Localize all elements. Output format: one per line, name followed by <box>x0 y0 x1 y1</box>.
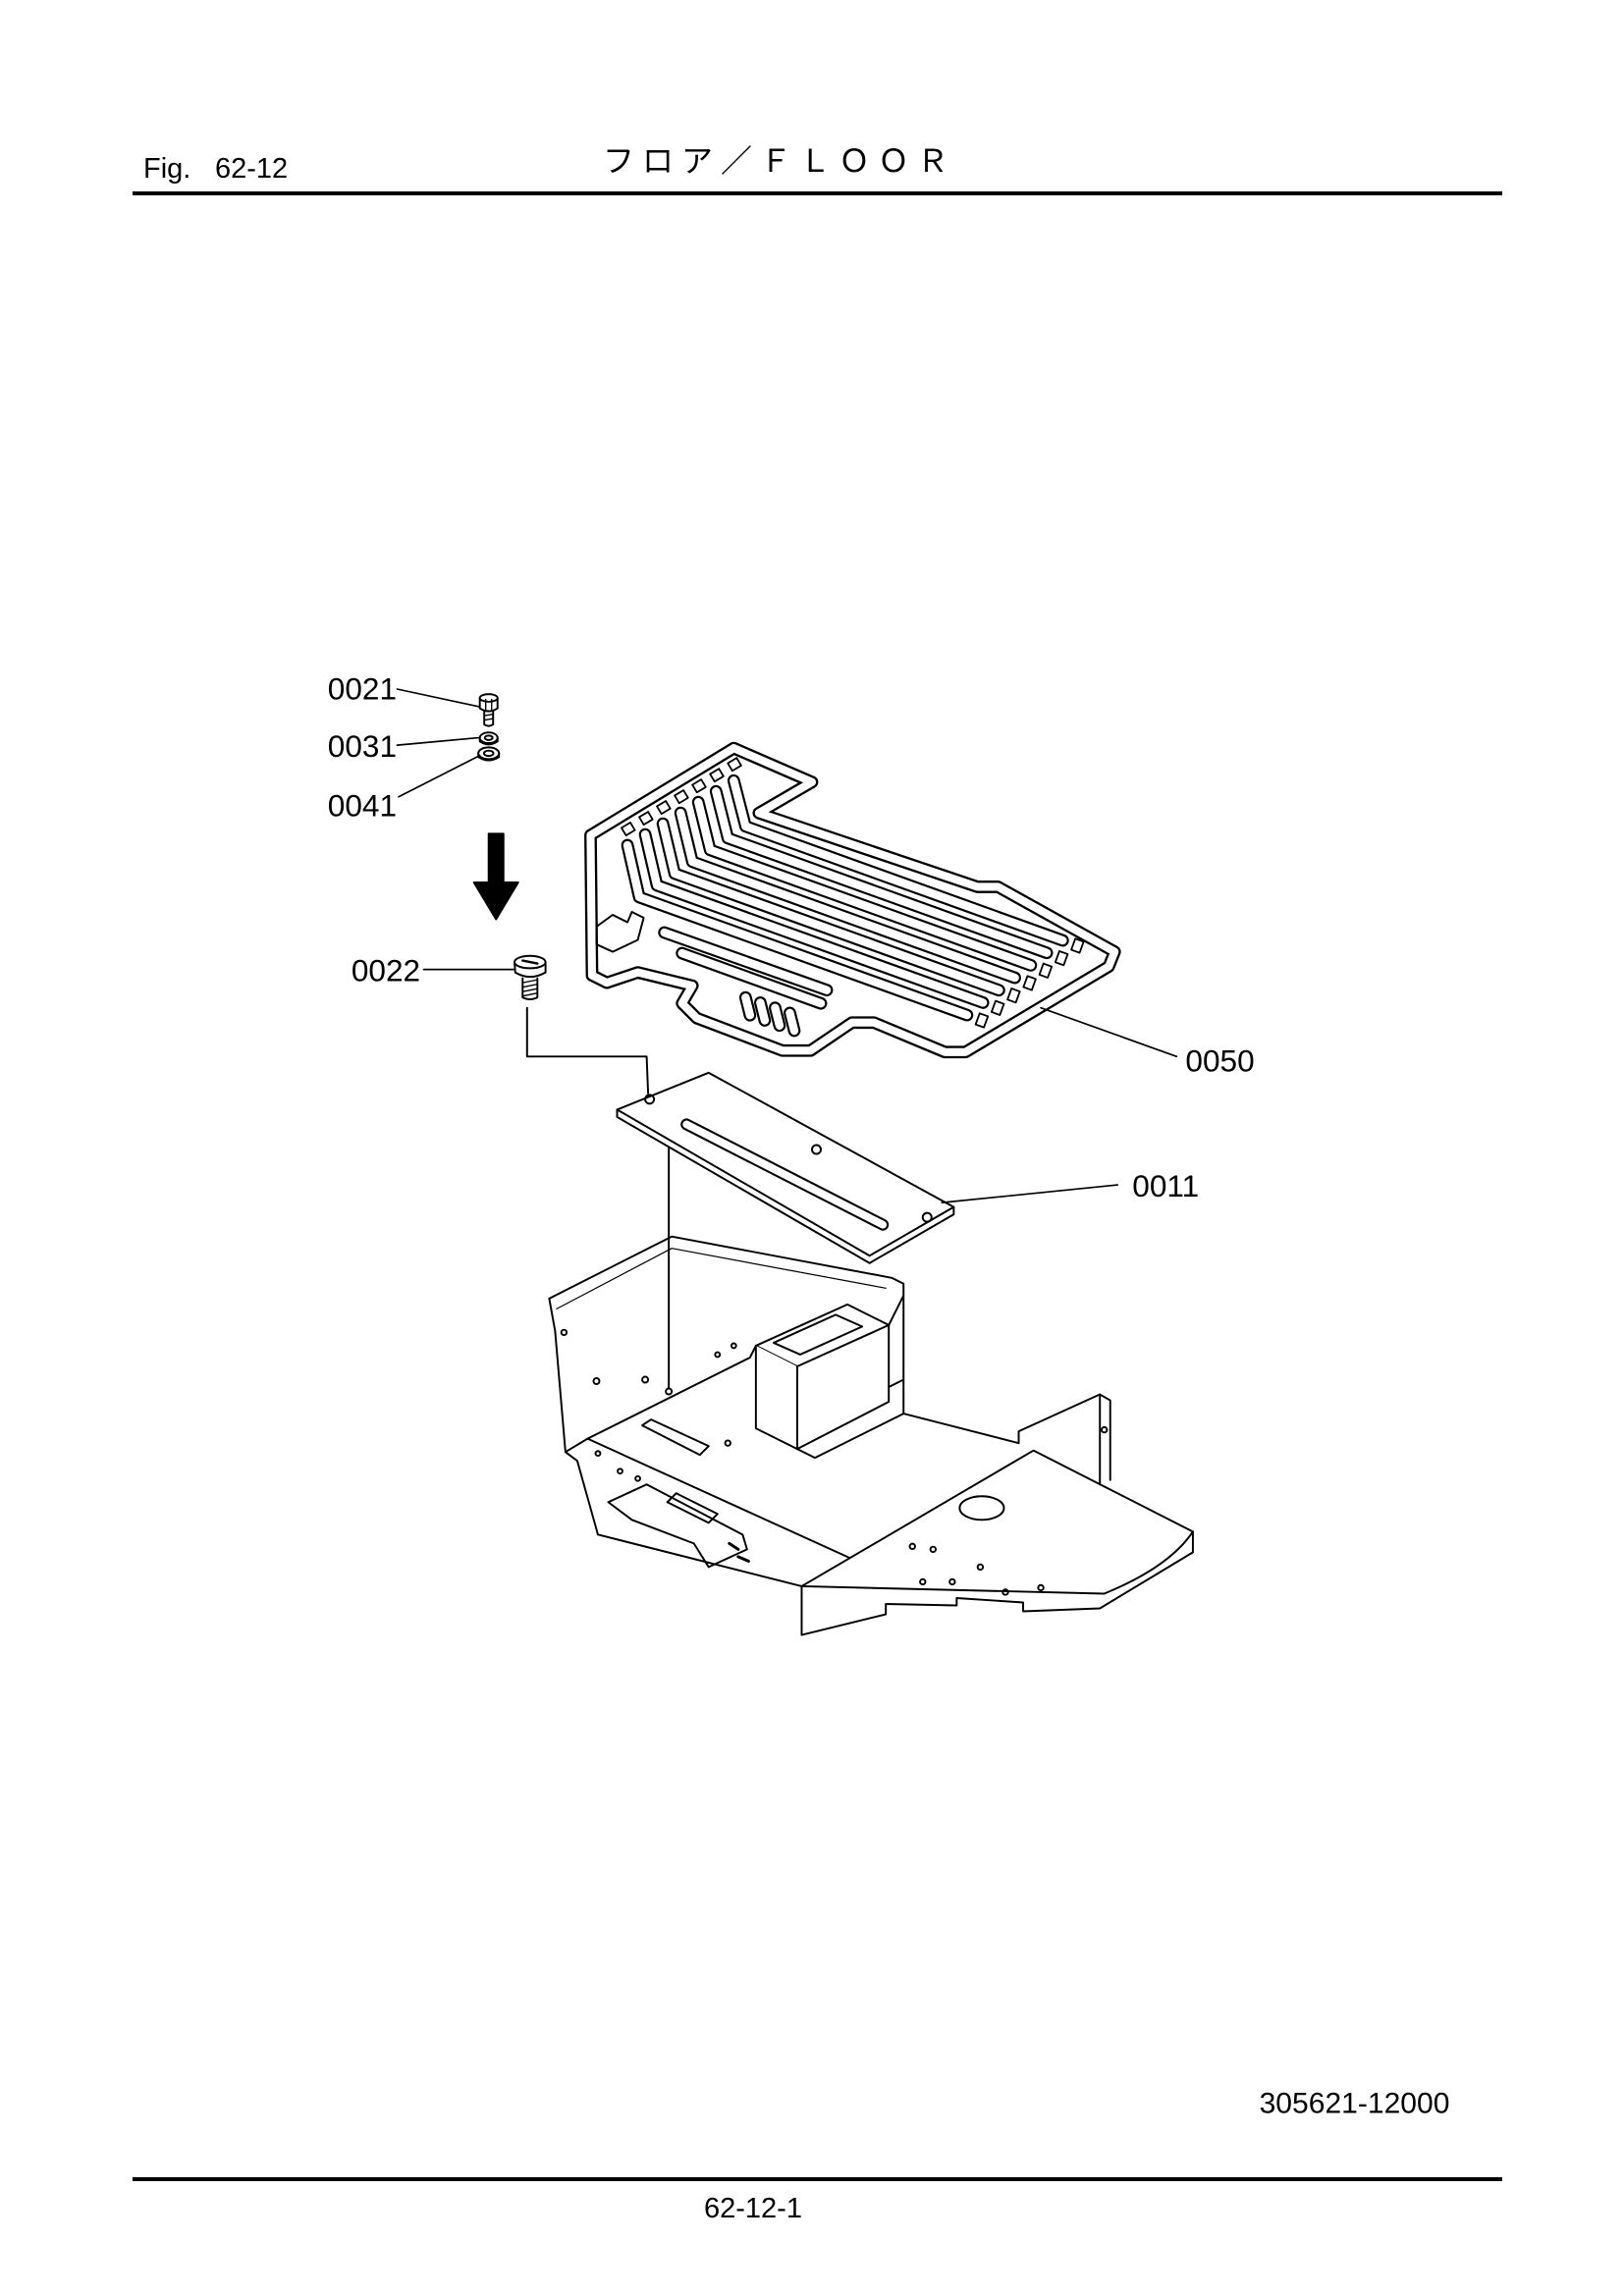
mat-pad <box>1022 975 1037 991</box>
header-rule <box>133 191 1502 195</box>
callout-0021: 0021 <box>328 671 397 707</box>
screw <box>514 954 547 1001</box>
floor-frame <box>548 1235 1194 1636</box>
figure-number: 62-12 <box>215 153 289 185</box>
mat-pad <box>621 822 636 836</box>
floor-mat-notch <box>595 911 645 953</box>
callout-0011: 0011 <box>1132 1168 1199 1203</box>
callout-0022: 0022 <box>352 953 420 988</box>
floor-mat-grooves <box>621 757 1085 1038</box>
floor-plate <box>616 1071 955 1264</box>
mat-groove <box>712 786 1052 957</box>
mat-pad <box>974 1012 990 1029</box>
bolt <box>478 693 499 727</box>
mat-slot <box>785 1008 799 1036</box>
leader-0011 <box>941 1184 1119 1203</box>
floor-mat-outline-inner <box>586 744 1119 1056</box>
mat-pad <box>691 778 707 794</box>
footer-rule <box>133 2177 1502 2181</box>
leader-lines <box>396 688 1178 1203</box>
mat-groove <box>676 808 1019 983</box>
mat-pad <box>709 768 725 783</box>
leader-0041 <box>398 754 481 798</box>
callout-0031: 0031 <box>328 728 397 764</box>
mat-groove <box>660 928 832 994</box>
mat-groove <box>640 829 988 1007</box>
mat-pad <box>674 789 689 805</box>
page-title: フロア／ＦＬＯＯＲ <box>603 142 957 180</box>
callout-0041: 0041 <box>328 787 397 823</box>
mat-pad <box>727 757 742 773</box>
mat-pad <box>1038 962 1054 979</box>
mat-groove <box>677 948 826 1008</box>
leader-0031 <box>396 736 480 746</box>
leader-0050 <box>1040 1006 1178 1058</box>
mat-pad <box>656 800 672 816</box>
washer <box>477 746 501 762</box>
mat-groove <box>730 776 1067 945</box>
mat-pad <box>1054 950 1069 967</box>
mat-slot <box>771 1003 785 1030</box>
figure-label: Fig. <box>143 153 191 185</box>
mat-pad <box>1070 937 1085 954</box>
mat-pad <box>1006 988 1021 1004</box>
mat-pad <box>990 999 1005 1016</box>
leader-0021 <box>396 688 481 708</box>
down-arrow-icon <box>472 832 519 921</box>
drawing-number: 305621-12000 <box>1260 2088 1450 2120</box>
mat-groove <box>694 797 1036 970</box>
page-number: 62-12-1 <box>704 2193 802 2224</box>
screw-assembly-line <box>525 1006 650 1095</box>
mat-slot <box>741 992 755 1020</box>
spring-washer <box>478 731 499 746</box>
mat-pad <box>638 811 654 827</box>
callout-0050: 0050 <box>1185 1042 1254 1078</box>
mat-groove <box>658 819 1003 994</box>
floor-mat <box>584 741 1121 1059</box>
mat-slot <box>756 998 770 1025</box>
mat-groove <box>623 840 972 1020</box>
